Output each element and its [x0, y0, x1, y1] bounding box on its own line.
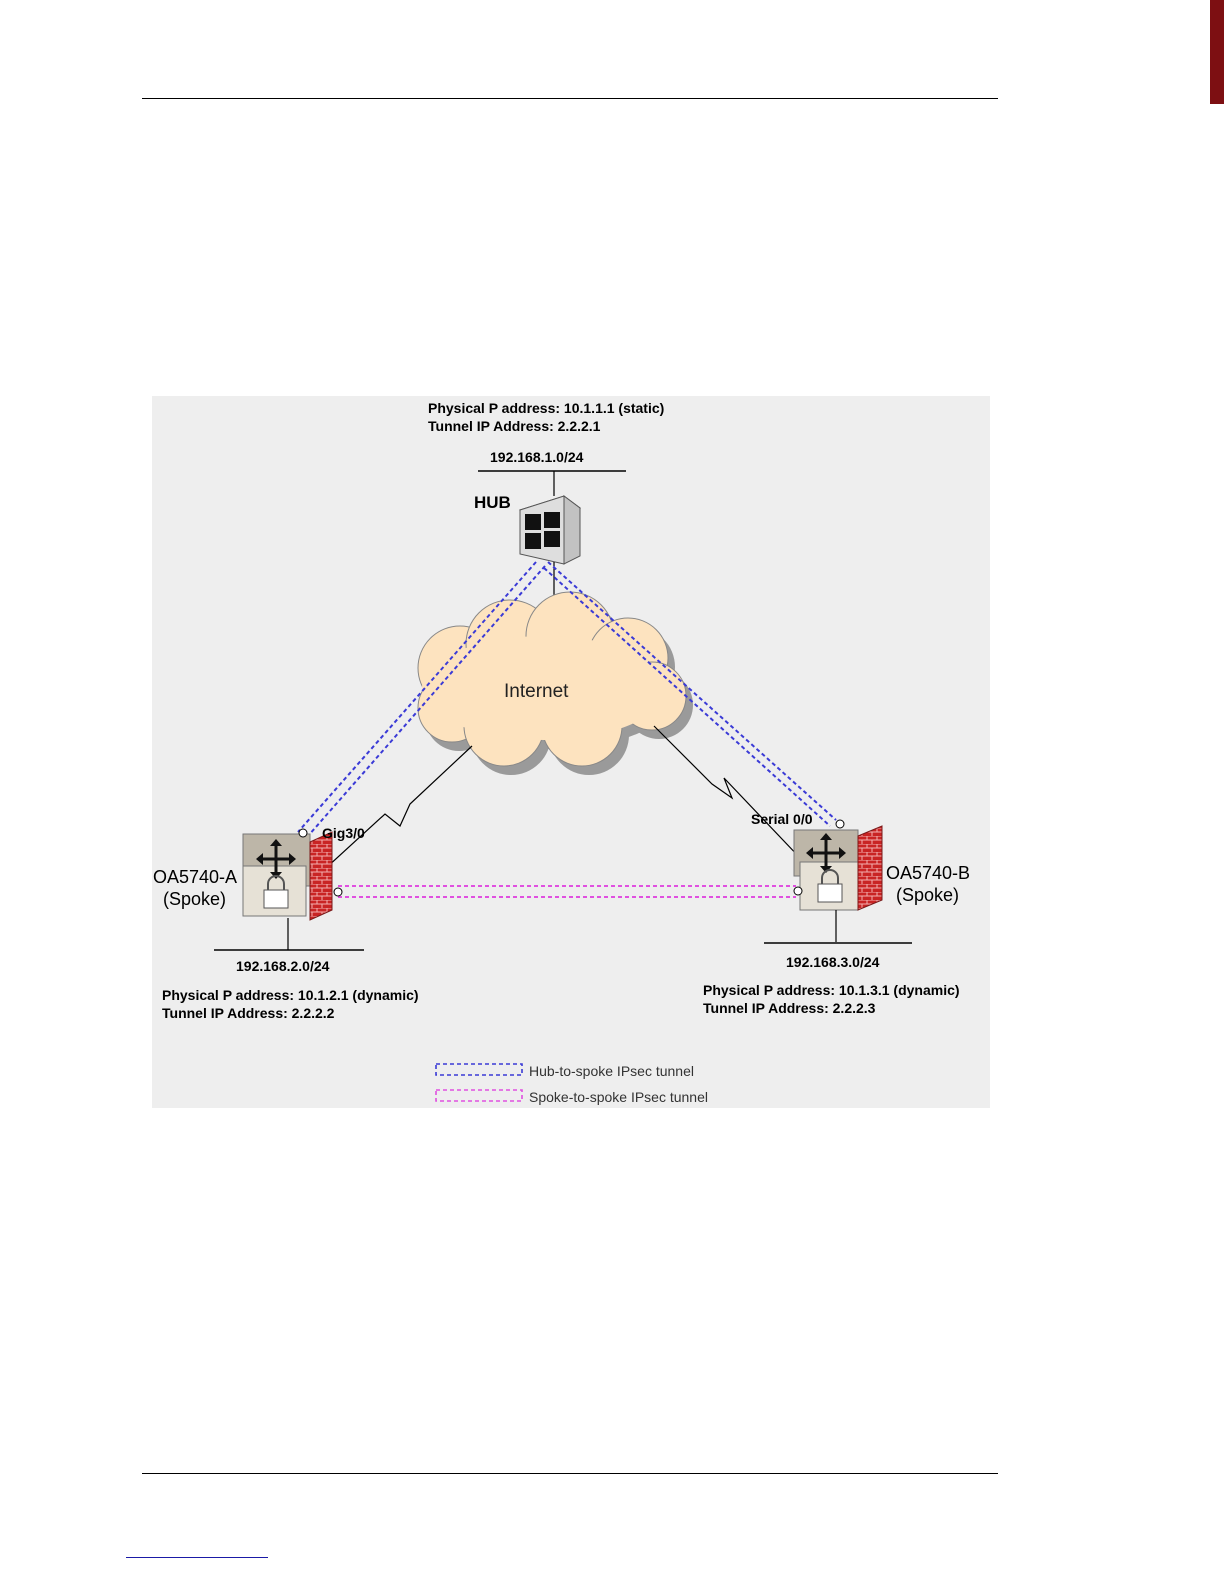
legend: Hub-to-spoke IPsec tunnel Spoke-to-spoke…: [435, 1063, 708, 1105]
spoke-b-tunnel-address: Tunnel IP Address: 2.2.2.3: [703, 1000, 876, 1016]
spoke-to-spoke-tunnel: [338, 885, 796, 898]
hub-network: 192.168.1.0/24: [490, 449, 584, 465]
spoke-a-network: 192.168.2.0/24: [236, 958, 330, 974]
spoke-a-wan-port: [298, 828, 308, 838]
page-edge-tab: [1210, 0, 1224, 104]
internet-label: Internet: [504, 681, 569, 702]
hub-tunnel-address: Tunnel IP Address: 2.2.2.1: [428, 418, 601, 434]
spoke-b-physical-address: Physical P address: 10.1.3.1 (dynamic): [703, 982, 960, 998]
footer-link-underline: [126, 1557, 268, 1558]
header-rule: [142, 98, 998, 99]
spoke-a-role: (Spoke): [163, 889, 226, 909]
legend-spoke-tunnel-label: Spoke-to-spoke IPsec tunnel: [529, 1089, 708, 1105]
wan-link-a: [301, 745, 473, 891]
spoke-b-wan-port: [835, 819, 845, 829]
legend-hub-tunnel-swatch: [435, 1063, 523, 1076]
spoke-b-network: 192.168.3.0/24: [786, 954, 880, 970]
legend-hub-tunnel-label: Hub-to-spoke IPsec tunnel: [529, 1063, 694, 1079]
spoke-a-interface: Gig3/0: [322, 825, 365, 841]
spoke-a-router-icon: [242, 831, 333, 921]
network-diagram: Physical P address: 10.1.1.1 (static) Tu…: [152, 396, 990, 1108]
spoke-b-router-icon: [793, 825, 883, 911]
wan-link-b: [653, 725, 803, 861]
hub-to-spoke-tunnel-a: [297, 561, 546, 837]
spoke-b-name: OA5740-B: [886, 863, 970, 883]
hub-physical-address: Physical P address: 10.1.1.1 (static): [428, 400, 664, 416]
spoke-b-interface: Serial 0/0: [751, 811, 813, 827]
hub-to-spoke-tunnel-b: [543, 561, 837, 827]
spoke-a-tunnel-address: Tunnel IP Address: 2.2.2.2: [162, 1005, 335, 1021]
footer-rule: [142, 1473, 998, 1474]
spoke-a-tunnel-port: [333, 887, 343, 897]
hub-server-icon: [518, 495, 582, 565]
spoke-b-role: (Spoke): [896, 885, 959, 905]
spoke-b-tunnel-port: [793, 886, 803, 896]
spoke-a-name: OA5740-A: [153, 867, 237, 887]
hub-label: HUB: [474, 493, 511, 512]
spoke-a-physical-address: Physical P address: 10.1.2.1 (dynamic): [162, 987, 419, 1003]
internet-cloud: Internet: [417, 591, 693, 775]
legend-spoke-tunnel-swatch: [435, 1089, 523, 1102]
